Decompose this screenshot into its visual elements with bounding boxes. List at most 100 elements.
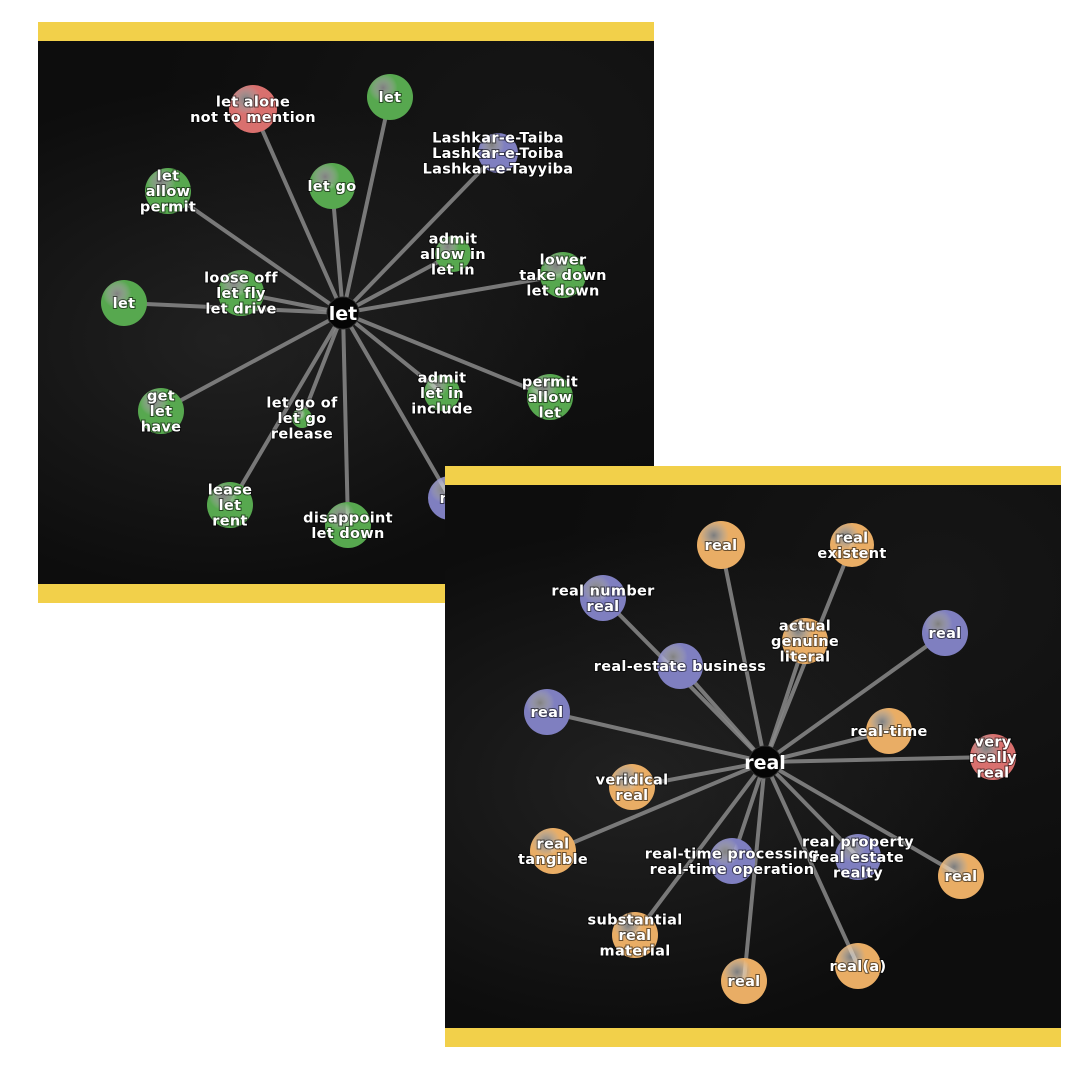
synset-node[interactable]: let go	[307, 163, 357, 209]
center-node-circle[interactable]	[326, 296, 360, 330]
node-label: disappoint	[303, 510, 393, 526]
node-label: let alone	[216, 94, 290, 110]
purple-node-circle[interactable]	[478, 133, 518, 173]
green-node-circle[interactable]	[309, 163, 355, 209]
edge-let-5	[341, 252, 455, 315]
green-node-circle[interactable]	[527, 374, 573, 420]
synset-node[interactable]: real-time	[849, 708, 928, 754]
synset-node[interactable]: real	[721, 958, 767, 1004]
node-label: real	[619, 928, 652, 944]
green-node-circle[interactable]	[540, 252, 586, 298]
node-label: real-time processing	[645, 846, 820, 862]
node-label: real	[537, 836, 570, 852]
orange-node-circle[interactable]	[697, 521, 745, 569]
green-node-circle[interactable]	[138, 388, 184, 434]
node-label: let drive	[205, 302, 276, 318]
orange-node-circle[interactable]	[530, 828, 576, 874]
synset-node[interactable]: real	[697, 521, 745, 569]
red-node-circle[interactable]	[229, 85, 277, 133]
synset-node[interactable]: real	[524, 689, 570, 735]
green-node-circle[interactable]	[325, 502, 371, 548]
node-label: real	[587, 599, 620, 615]
node-label: let	[539, 406, 562, 422]
node-label: real	[728, 974, 761, 990]
node-label: genuine	[771, 634, 839, 650]
node-label: veridical	[596, 772, 669, 788]
node-label: permit	[140, 200, 196, 216]
purple-node-circle[interactable]	[580, 575, 626, 621]
orange-node-circle[interactable]	[835, 943, 881, 989]
node-label: real	[531, 705, 564, 721]
synset-node[interactable]: Lashkar-e-TaibaLashkar-e-ToibaLashkar-e-…	[422, 130, 574, 179]
synset-node[interactable]: real-estate business	[593, 643, 767, 689]
node-label: real-time operation	[650, 862, 815, 878]
node-label: let in	[420, 386, 464, 402]
edge-real-10	[551, 760, 767, 853]
purple-node-circle[interactable]	[709, 838, 755, 884]
center-node-circle[interactable]	[748, 745, 782, 779]
edge-let-0	[251, 107, 345, 315]
synset-node[interactable]: real(a)	[829, 943, 887, 989]
orange-node-circle[interactable]	[866, 708, 912, 754]
orange-node-circle[interactable]	[782, 618, 828, 664]
red-node-circle[interactable]	[970, 734, 1016, 780]
synset-node[interactable]: real	[938, 853, 984, 899]
edge-let-9	[159, 311, 345, 413]
node-label: real property	[802, 835, 914, 851]
green-node-circle[interactable]	[367, 74, 413, 120]
green-node-circle[interactable]	[145, 168, 191, 214]
green-node-circle[interactable]	[292, 408, 312, 428]
node-label: lease	[208, 483, 253, 499]
synset-node[interactable]: let	[101, 280, 147, 326]
synset-node[interactable]: let	[367, 74, 413, 120]
purple-node-circle[interactable]	[524, 689, 570, 735]
green-node-circle[interactable]	[424, 375, 460, 411]
node-label: real estate	[812, 850, 904, 866]
orange-node-circle[interactable]	[609, 764, 655, 810]
synset-node[interactable]: real	[922, 610, 968, 656]
node-label: let	[379, 90, 402, 106]
center-node[interactable]: real	[744, 745, 786, 779]
purple-node-circle[interactable]	[922, 610, 968, 656]
green-node-circle[interactable]	[435, 236, 471, 272]
orange-node-circle[interactable]	[721, 958, 767, 1004]
orange-node-circle[interactable]	[830, 523, 874, 567]
node-label: let	[219, 498, 242, 514]
edge-let-6	[341, 273, 565, 315]
green-node-circle[interactable]	[207, 482, 253, 528]
node-label: literal	[780, 650, 831, 666]
edge-real-13	[763, 760, 963, 878]
purple-node-circle[interactable]	[835, 834, 881, 880]
purple-node-circle[interactable]	[657, 643, 703, 689]
green-node-circle[interactable]	[101, 280, 147, 326]
node-label: let go	[278, 411, 327, 427]
edge-let-15	[341, 311, 452, 500]
orange-node-circle[interactable]	[938, 853, 984, 899]
center-node[interactable]: let	[326, 296, 360, 330]
orange-node-circle[interactable]	[612, 912, 658, 958]
green-node-circle[interactable]	[218, 270, 264, 316]
node-label: rent	[212, 514, 247, 530]
node-label: realty	[833, 866, 883, 882]
